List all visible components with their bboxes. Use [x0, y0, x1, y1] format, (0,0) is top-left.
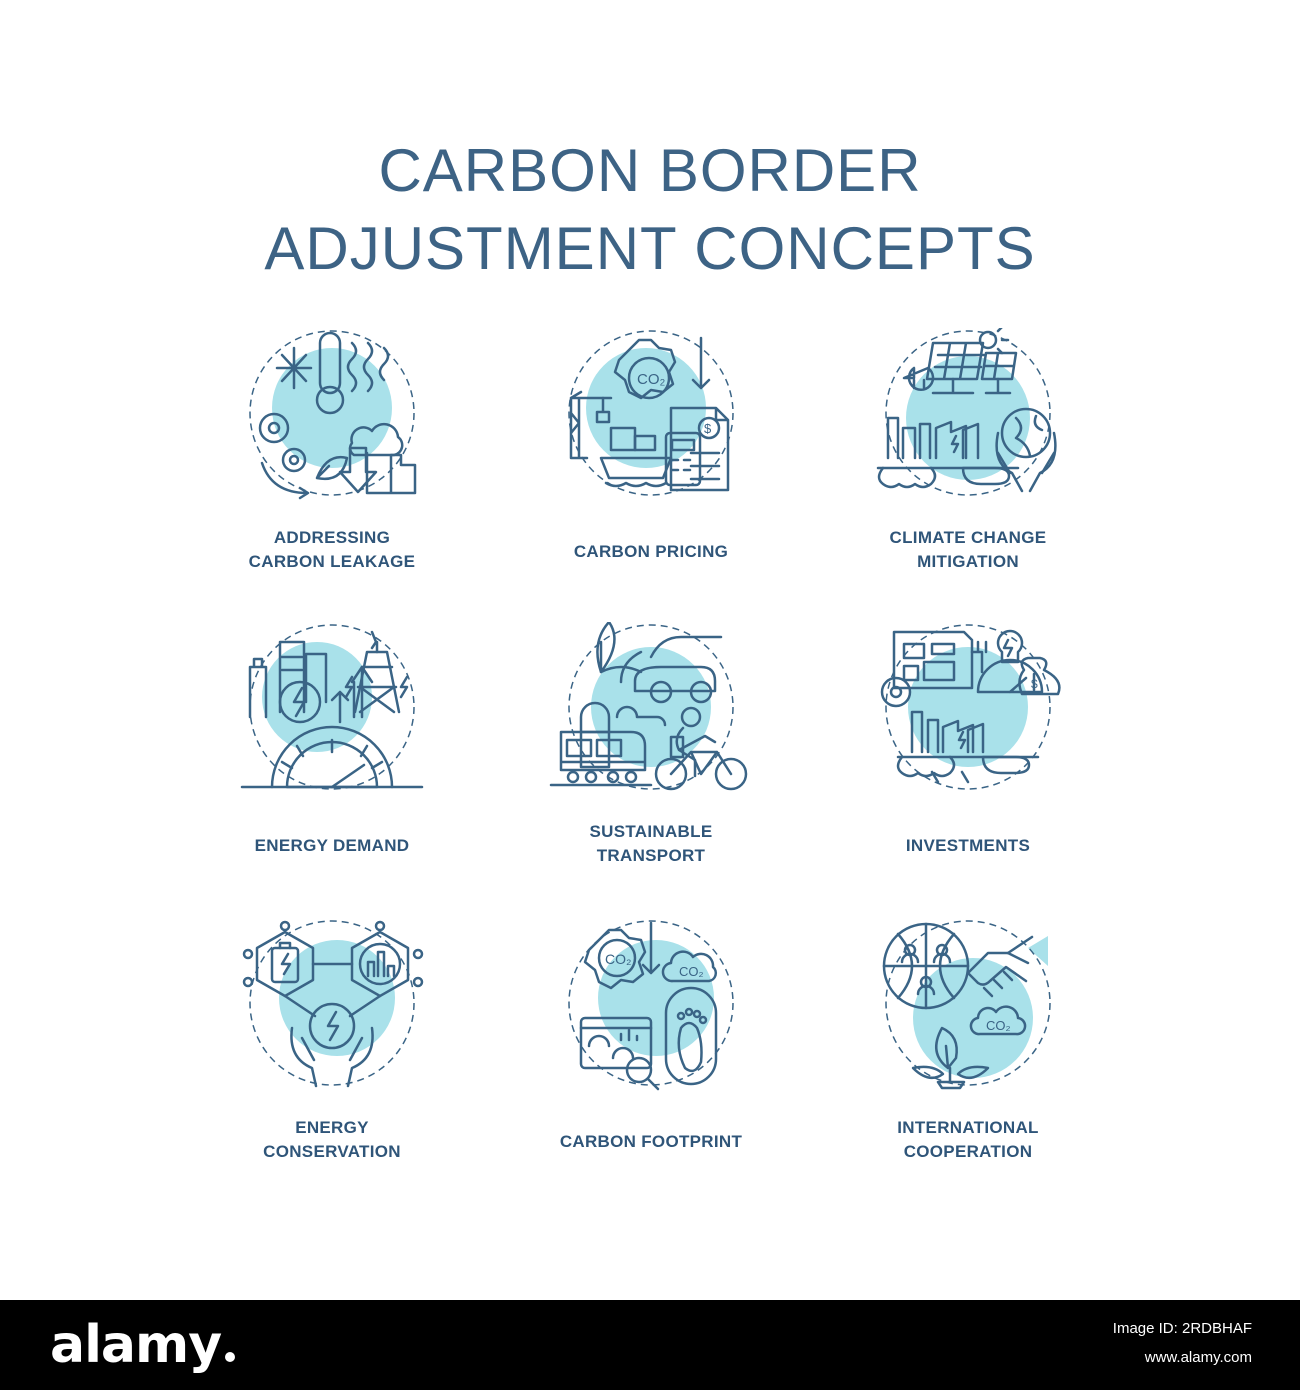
image-id: Image ID: 2RDBHAF: [1112, 1320, 1252, 1337]
globe-handshake-co2-icon: CO₂: [882, 920, 1051, 1090]
co2-footprint-magnifier-icon: CO₂ CO₂: [568, 920, 734, 1091]
city-power-gauge-icon: [240, 624, 424, 790]
page-title: CARBON BORDER ADJUSTMENT CONCEPTS: [0, 132, 1300, 288]
concept-label: ADDRESSING CARBON LEAKAGE: [248, 528, 416, 571]
concept-label: CARBON PRICING: [573, 542, 729, 561]
concept-label: CARBON FOOTPRINT: [559, 1132, 743, 1151]
image-meta: Image ID: 2RDBHAF www.alamy.com: [1113, 1314, 1252, 1372]
concept-label: CLIMATE CHANGE MITIGATION: [889, 528, 1047, 571]
concept-label: ENERGY DEMAND: [254, 836, 410, 855]
site-url: www.alamy.com: [1144, 1349, 1252, 1366]
concept-label: INTERNATIONAL COOPERATION: [897, 1118, 1039, 1161]
svg-text:$: $: [704, 421, 712, 436]
title-line-2: ADJUSTMENT CONCEPTS: [264, 215, 1036, 282]
brand-logo: alamy: [50, 1315, 236, 1375]
concept-label: INVESTMENTS: [905, 836, 1031, 855]
thermometer-factory-gears-icon: [249, 330, 417, 500]
footer-bar: alamy Image ID: 2RDBHAF www.alamy.com: [0, 1300, 1300, 1390]
svg-text:CO₂: CO₂: [679, 964, 704, 979]
concept-label: SUSTAINABLE TRANSPORT: [589, 822, 713, 865]
svg-text:CO₂: CO₂: [637, 371, 666, 388]
concept-label: ENERGY CONSERVATION: [263, 1118, 401, 1161]
solar-panels-earth-hands-icon: [876, 328, 1057, 496]
co2-crane-ship-calculator-icon: CO₂ $: [568, 330, 734, 496]
svg-text:$: $: [1031, 677, 1038, 691]
factory-bulb-moneybag-icon: $: [880, 624, 1061, 790]
train-bicycle-car-leaf-icon: [549, 622, 748, 791]
battery-hands-energy-icon: [242, 920, 424, 1088]
title-line-1: CARBON BORDER: [378, 137, 922, 204]
svg-text:CO₂: CO₂: [605, 951, 631, 967]
svg-text:CO₂: CO₂: [986, 1018, 1011, 1033]
